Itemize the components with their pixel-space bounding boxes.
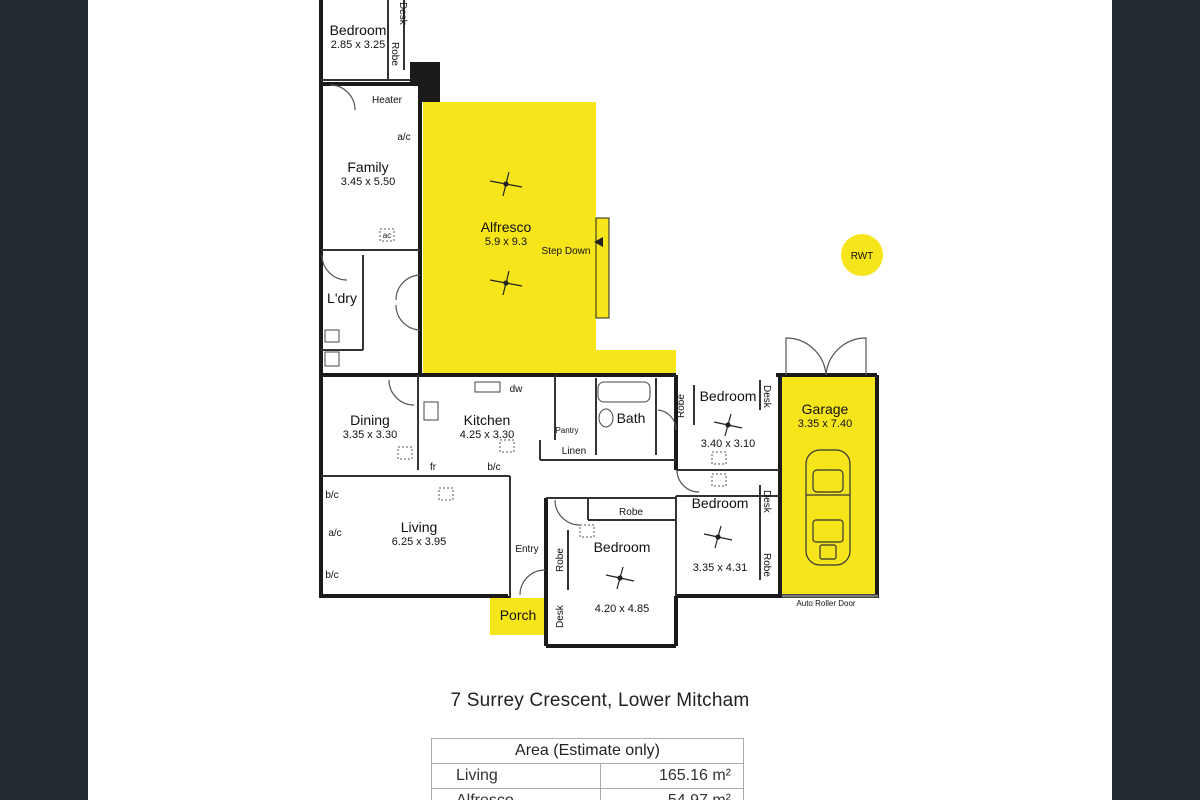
desk-label-a: Desk: [761, 385, 772, 409]
garage-area: [782, 375, 877, 595]
floor-plan: Bedroom 2.85 x 3.25 Desk Robe Heater a/c…: [319, 0, 883, 648]
roller-door-label: Auto Roller Door: [796, 599, 855, 608]
area-table: Area (Estimate only) Living 165.16 m² Al…: [431, 738, 744, 800]
porch-area: [490, 598, 546, 635]
robe-label-top: Robe: [389, 42, 400, 66]
laundry-label: L'dry: [327, 290, 357, 306]
desk-label-main: Desk: [555, 604, 566, 628]
ac-unit-label: a/c: [397, 132, 410, 143]
bc-label-1: b/c: [325, 490, 338, 501]
bc-label-kitchen: b/c: [487, 462, 500, 473]
area-value: 165.16 m²: [600, 763, 744, 789]
ceiling-fan-icon: [489, 171, 743, 590]
desk-label-top: Desk: [397, 2, 408, 26]
table-row: Alfresco 54.97 m²: [431, 788, 744, 800]
desk-label-b: Desk: [761, 490, 772, 514]
robe-label-a: Robe: [676, 394, 687, 418]
bedroom-top-dims: 2.85 x 3.25: [331, 39, 385, 51]
area-value: 54.97 m²: [600, 788, 744, 800]
bedroom-top-label: Bedroom: [330, 22, 387, 38]
bath-label: Bath: [617, 410, 646, 426]
family-label: Family: [347, 159, 388, 175]
area-name: Alfresco: [431, 788, 601, 800]
robe-label-b: Robe: [761, 553, 772, 577]
entry-label: Entry: [515, 544, 538, 555]
car-icon: [805, 449, 851, 566]
alfresco-dims: 5.9 x 9.3: [485, 236, 527, 248]
pantry-label: Pantry: [555, 426, 578, 435]
bedroom-a-dims: 3.40 x 3.10: [701, 438, 755, 450]
dw-label: dw: [510, 384, 524, 395]
floor-plan-sheet: Bedroom 2.85 x 3.25 Desk Robe Heater a/c…: [88, 0, 1112, 800]
bedroom-main-dims: 4.20 x 4.85: [595, 603, 649, 615]
alfresco-area-ext: [423, 350, 676, 375]
robe-label-main: Robe: [619, 507, 643, 518]
family-dims: 3.45 x 5.50: [341, 176, 395, 188]
alfresco-step: [595, 217, 610, 319]
rwt-label: RWT: [851, 251, 874, 262]
dining-dims: 3.35 x 3.30: [343, 429, 397, 441]
heater-label: Heater: [372, 95, 403, 106]
bedroom-b-dims: 3.35 x 4.31: [693, 562, 747, 574]
step-down-arrow: [594, 237, 603, 247]
living-dims: 6.25 x 3.95: [392, 536, 446, 548]
garage-label: Garage: [802, 401, 849, 417]
property-address: 7 Surrey Crescent, Lower Mitcham: [450, 690, 750, 711]
kitchen-label: Kitchen: [464, 412, 511, 428]
ac-unit-icon: [379, 228, 727, 538]
porch-label: Porch: [500, 607, 537, 623]
bedroom-a-label: Bedroom: [700, 388, 757, 404]
fr-label: fr: [430, 462, 437, 473]
chimney: [410, 62, 440, 102]
kitchen-dims: 4.25 x 3.30: [460, 429, 514, 441]
table-row: Living 165.16 m²: [431, 763, 744, 789]
bedroom-b-label: Bedroom: [692, 495, 749, 511]
alfresco-label: Alfresco: [481, 219, 532, 235]
ac-label-living: a/c: [328, 528, 341, 539]
step-down-label: Step Down: [542, 246, 591, 257]
ac-label: ac: [383, 231, 391, 240]
robe-label-side: Robe: [555, 548, 566, 572]
linen-label: Linen: [562, 446, 586, 457]
rwt-tank: [841, 234, 883, 276]
alfresco-area: [423, 102, 596, 375]
area-table-title: Area (Estimate only): [431, 738, 744, 764]
dining-label: Dining: [350, 412, 390, 428]
bc-label-2: b/c: [325, 570, 338, 581]
garage-dims: 3.35 x 7.40: [798, 418, 852, 430]
area-name: Living: [431, 763, 601, 789]
living-label: Living: [401, 519, 438, 535]
bedroom-main-label: Bedroom: [594, 539, 651, 555]
